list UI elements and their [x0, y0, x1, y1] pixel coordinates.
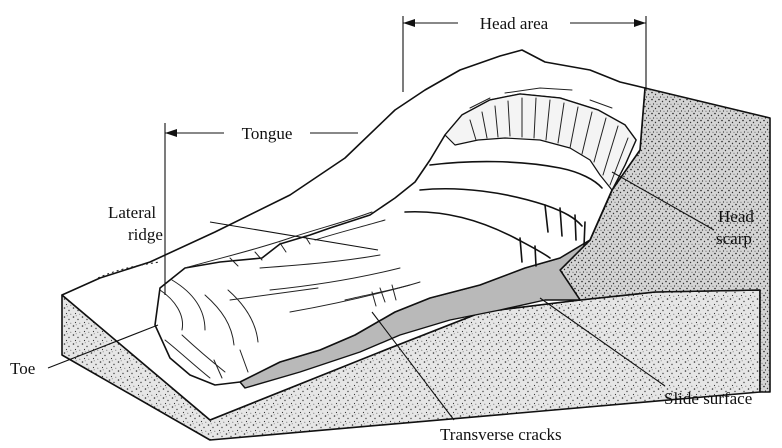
- label-head-area: Head area: [480, 14, 549, 33]
- label-slide-surface: Slide surface: [664, 389, 752, 408]
- label-head-scarp-line1: Head: [718, 207, 754, 226]
- label-head-scarp-line2: scarp: [716, 229, 752, 248]
- label-lateral-ridge-line2: ridge: [128, 225, 163, 244]
- label-tongue: Tongue: [242, 124, 293, 143]
- label-transverse-cracks: Transverse cracks: [440, 425, 562, 444]
- label-toe: Toe: [10, 359, 35, 378]
- label-lateral-ridge-line1: Lateral: [108, 203, 156, 222]
